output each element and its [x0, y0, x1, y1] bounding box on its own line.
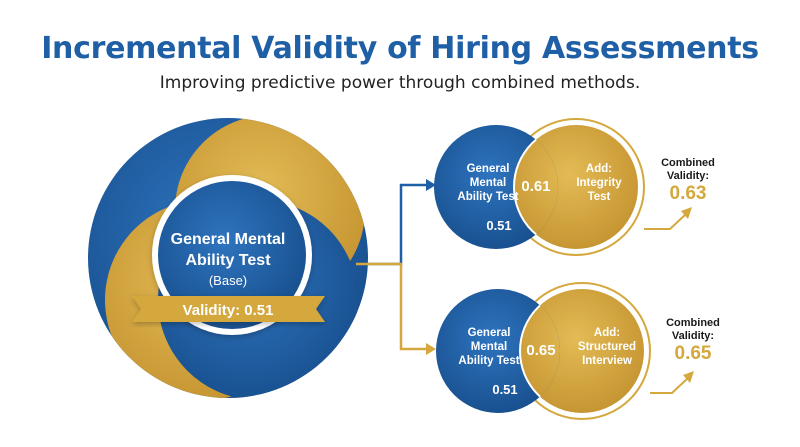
combo-a-combined-value: 0.63 [670, 183, 707, 204]
combo-a-add-line2: Integrity [576, 177, 622, 189]
combo-b-add-line1: Add: [594, 327, 620, 339]
combo-a-gma-line3: Ability Test [457, 191, 518, 203]
base-name-line1: General Mental [171, 231, 286, 248]
combo-a-gma-line1: General [467, 163, 510, 175]
combo-b-gma-line1: General [468, 327, 511, 339]
combo-a-add-line3: Test [588, 191, 611, 203]
combo-b-up-arrow [650, 377, 689, 394]
combo-a-overlap [513, 125, 558, 249]
combo-a-combined-line1: Combined [661, 157, 715, 169]
combo-b-overlap-value: 0.65 [526, 342, 555, 359]
base-assessment-graphic: General Mental Ability Test (Base) Valid… [88, 118, 368, 398]
combo-a-up-arrow [644, 213, 687, 230]
combo-integrity-test: General Mental Ability Test 0.51 0.61 Ad… [434, 118, 715, 256]
arrow-to-integrity-head [426, 179, 436, 191]
connector-arrows [356, 179, 436, 355]
combo-a-add-line1: Add: [586, 163, 612, 175]
combo-b-overlap [519, 289, 560, 413]
arrow-to-interview-head [426, 343, 436, 355]
arrow-to-interview-line [356, 262, 428, 351]
combo-a-gma-line2: Mental [470, 177, 506, 189]
combo-b-add-line3: Interview [582, 355, 632, 367]
combo-a-up-arrow-head [681, 207, 692, 219]
combo-b-combined-value: 0.65 [675, 343, 712, 364]
page-title: Incremental Validity of Hiring Assessmen… [41, 31, 759, 66]
page-subtitle: Improving predictive power through combi… [159, 73, 641, 93]
base-tag: (Base) [209, 273, 247, 288]
combo-b-combined-line2: Validity: [672, 330, 714, 342]
combo-structured-interview: General Mental Ability Test 0.51 0.65 Ad… [436, 282, 720, 420]
combo-b-add-line2: Structured [578, 341, 636, 353]
combo-b-gma-line2: Mental [471, 341, 507, 353]
combo-b-gma-line3: Ability Test [458, 355, 519, 367]
combo-a-combined-line2: Validity: [667, 170, 709, 182]
base-inner-circle [158, 181, 306, 329]
base-name-line2: Ability Test [185, 252, 271, 269]
combo-a-gma-value: 0.51 [486, 218, 511, 233]
base-validity-ribbon [132, 296, 325, 322]
combo-b-up-arrow-head [683, 371, 694, 383]
combo-b-combined-line1: Combined [666, 317, 720, 329]
base-validity-label: Validity: 0.51 [183, 302, 274, 319]
combo-a-overlap-value: 0.61 [521, 178, 550, 195]
combo-b-gma-value: 0.51 [492, 382, 517, 397]
